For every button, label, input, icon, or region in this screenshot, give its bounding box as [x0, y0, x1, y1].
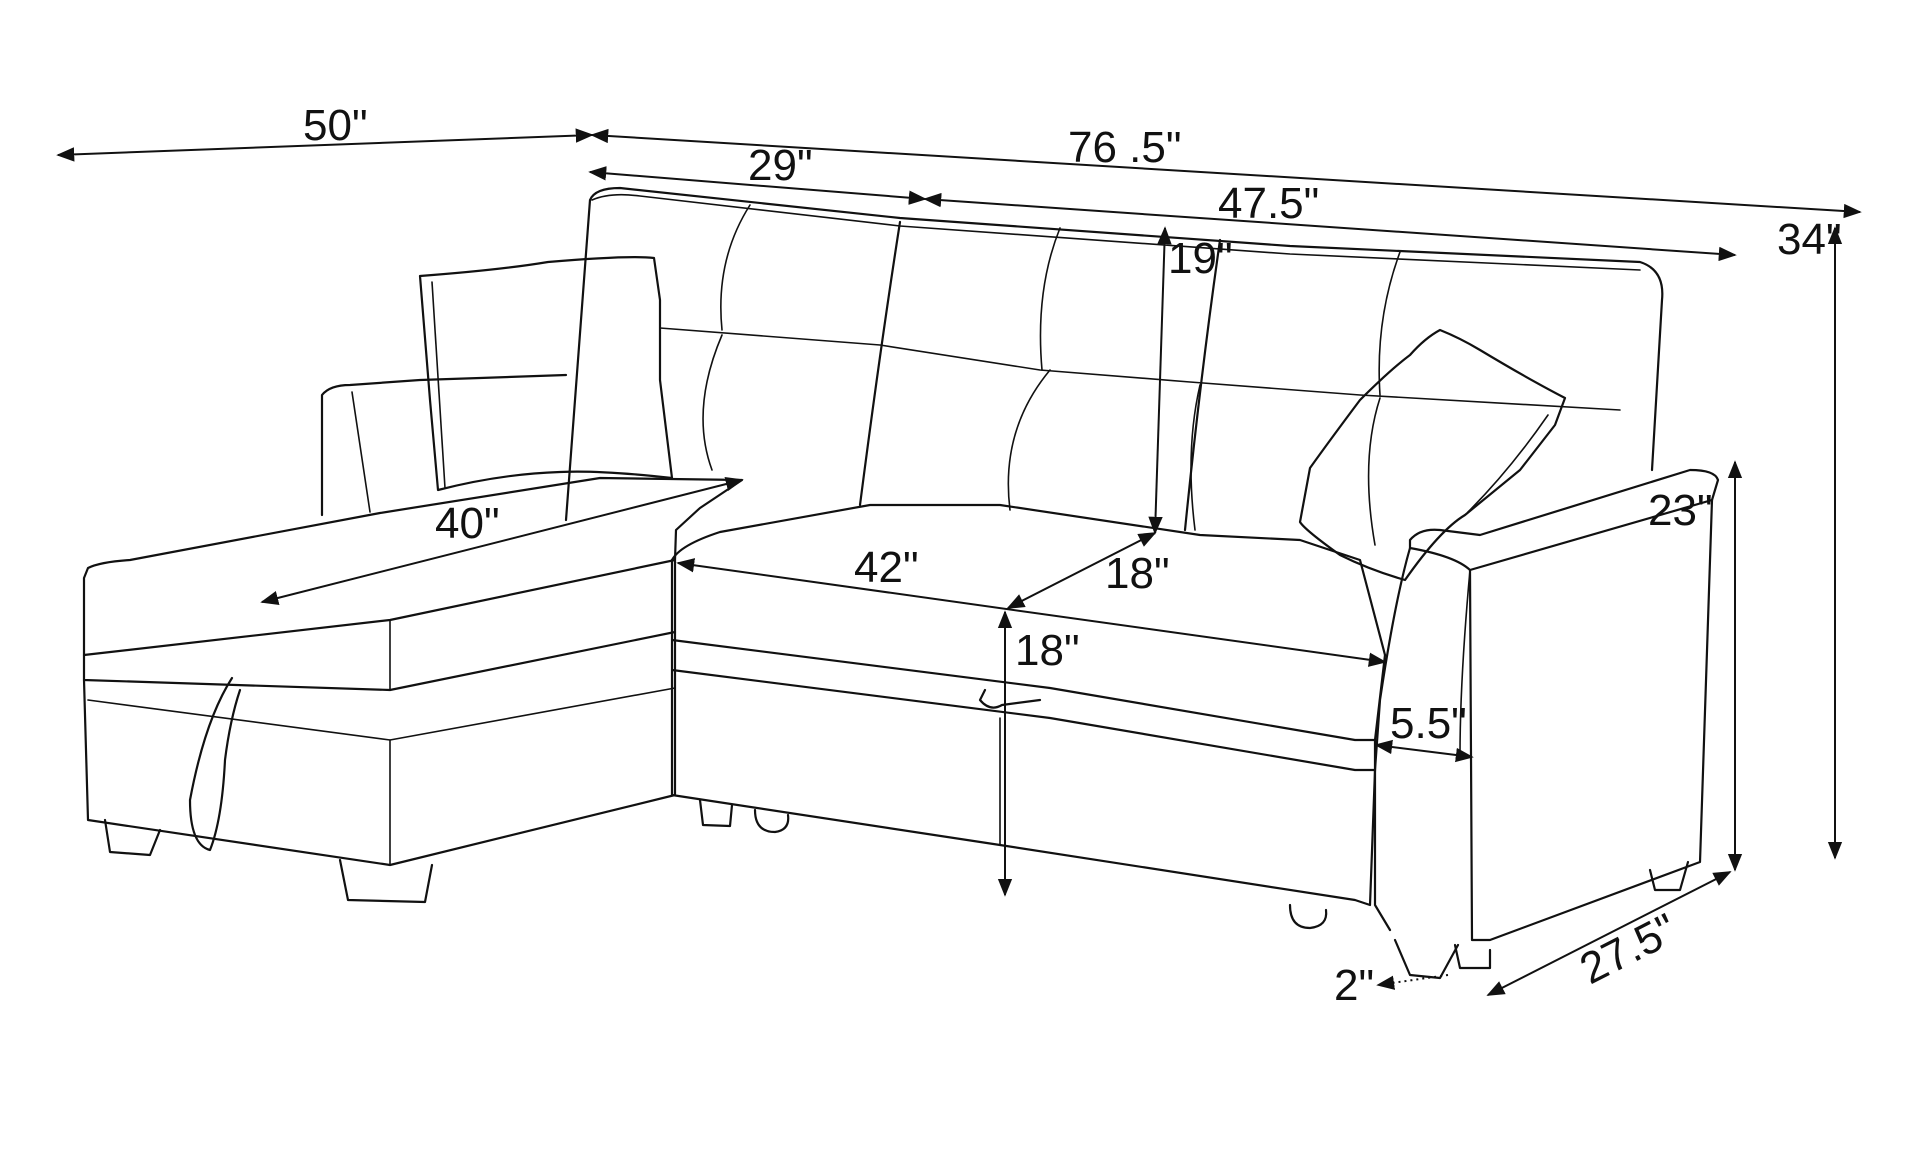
dim-line-5-5 — [1374, 739, 1474, 763]
right-arm-front — [1468, 498, 1714, 942]
dim-line-42 — [676, 558, 1387, 667]
main-leg-2 — [753, 808, 790, 834]
main-leg-1 — [698, 798, 734, 828]
main-base — [670, 668, 1377, 907]
right-arm-inner — [1373, 546, 1412, 932]
dim-line-2 — [1376, 974, 1449, 990]
dim-line-29 — [588, 166, 927, 205]
right-pillow — [1298, 328, 1567, 582]
chaise-leg-left — [103, 818, 162, 857]
label-23: 23" — [1648, 486, 1713, 535]
chaise-leg-front — [338, 858, 434, 904]
dimension-labels: 50" 76 .5" 29" 47.5" 34" 19" 40" 42" 18"… — [303, 101, 1842, 1010]
label-34: 34" — [1777, 215, 1842, 264]
main-leg-3 — [1288, 903, 1328, 930]
label-5-5: 5.5" — [1390, 699, 1467, 748]
label-18-height: 18" — [1015, 626, 1080, 675]
dim-line-27-5 — [1486, 871, 1732, 996]
chaise-base — [82, 630, 677, 867]
dim-line-50 — [56, 128, 594, 162]
label-47-5: 47.5" — [1218, 179, 1319, 228]
label-76-5: 76 .5" — [1068, 123, 1181, 172]
right-leg-far — [1648, 860, 1690, 892]
label-27-5: 27.5" — [1572, 904, 1684, 994]
label-42: 42" — [854, 543, 919, 592]
label-29: 29" — [748, 141, 813, 190]
back-divider-1 — [858, 220, 902, 507]
dim-line-40 — [260, 477, 744, 605]
label-50: 50" — [303, 101, 368, 150]
dim-line-18-depth — [1006, 532, 1157, 609]
dim-line-19 — [1148, 226, 1172, 535]
left-arm — [320, 373, 568, 517]
pullout-handle — [978, 688, 1042, 709]
back-tuft-line — [659, 327, 1621, 411]
label-19: 19" — [1168, 234, 1233, 283]
label-2: 2" — [1334, 961, 1374, 1010]
right-arm-top — [1408, 468, 1720, 572]
right-leg-front — [1393, 938, 1460, 980]
dimension-lines — [56, 128, 1862, 996]
dim-line-47-5 — [923, 192, 1737, 262]
left-pillow — [418, 256, 674, 492]
right-leg-back — [1453, 943, 1492, 970]
label-40: 40" — [435, 499, 500, 548]
chaise-pull-strap — [188, 676, 242, 852]
back-divider-2 — [1183, 238, 1222, 532]
seat-cushion-front — [670, 558, 1387, 742]
label-18-depth: 18" — [1105, 549, 1170, 598]
